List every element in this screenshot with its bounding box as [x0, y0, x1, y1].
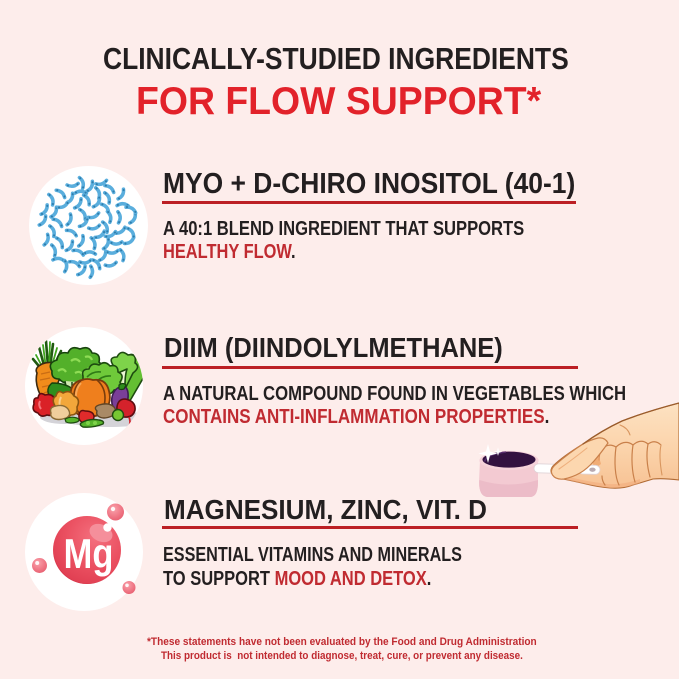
svg-text:Mg: Mg	[64, 531, 114, 578]
